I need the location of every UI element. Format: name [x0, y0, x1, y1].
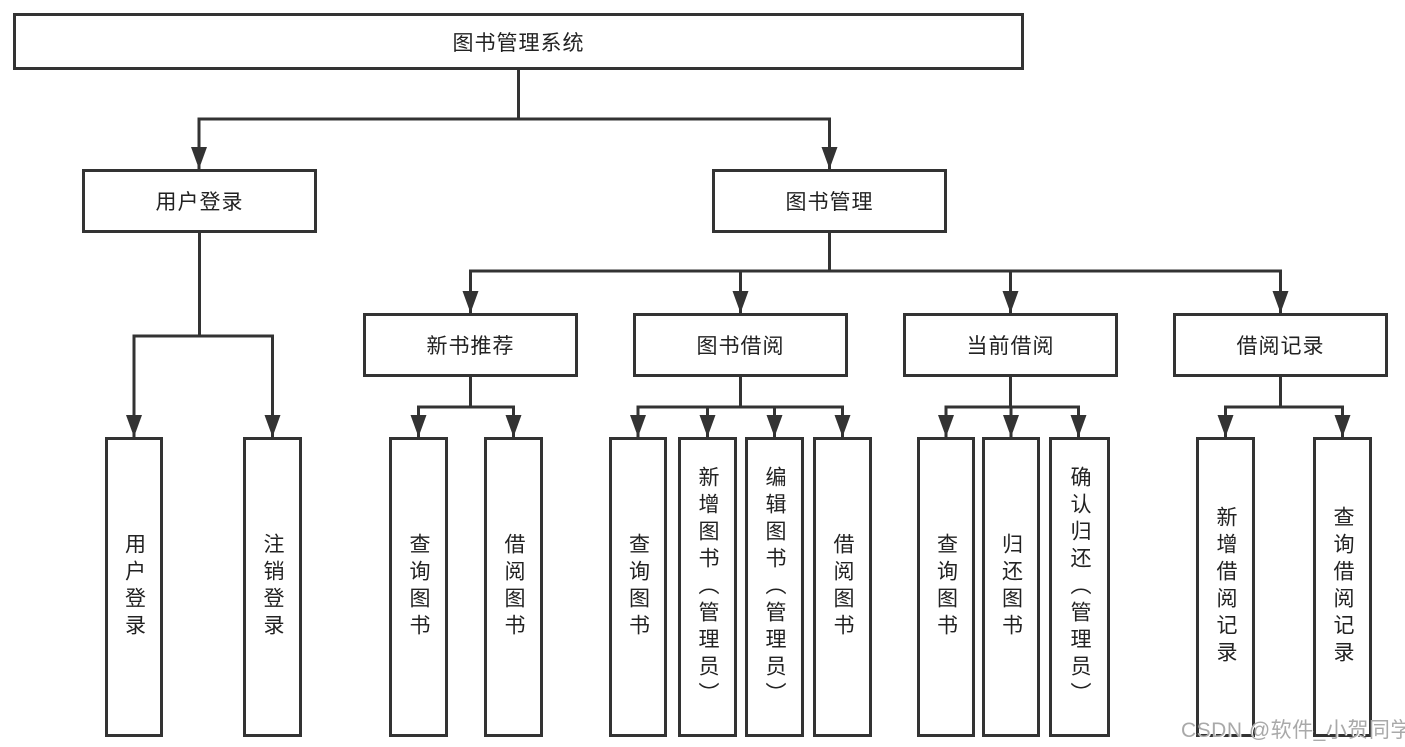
leaf-query-books-borrow: 查询图书: [609, 437, 667, 737]
leaf-user-login: 用户登录: [105, 437, 163, 737]
node-book-management: 图书管理: [712, 169, 947, 233]
leaf-query-borrow-record: 查询借阅记录: [1313, 437, 1372, 737]
node-new-book-recommend: 新书推荐: [363, 313, 578, 377]
leaf-return-book: 归还图书: [982, 437, 1040, 737]
node-book-borrow-label: 图书借阅: [696, 335, 785, 358]
node-book-management-label: 图书管理: [785, 191, 874, 214]
node-root-label: 图书管理系统: [452, 31, 585, 55]
leaf-user-login-label: 用户登录: [122, 533, 146, 641]
node-borrow-records-label: 借阅记录: [1236, 335, 1325, 358]
leaf-return-book-label: 归还图书: [999, 533, 1023, 641]
leaf-logout-label: 注销登录: [261, 533, 284, 641]
leaf-edit-book-admin: 编辑图书（管理员）: [745, 437, 804, 737]
leaf-borrow-books-2: 借阅图书: [813, 437, 872, 737]
leaf-query-borrow-record-label: 查询借阅记录: [1331, 506, 1354, 668]
node-user-login-label: 用户登录: [155, 191, 244, 214]
leaf-query-books-current-label: 查询图书: [934, 533, 958, 641]
watermark-text: CSDN @软件_小贺同学: [1181, 719, 1405, 742]
node-user-login: 用户登录: [82, 169, 317, 233]
leaf-borrow-books-recommend-label: 借阅图书: [502, 533, 525, 641]
leaf-add-borrow-record: 新增借阅记录: [1196, 437, 1255, 737]
leaf-query-books-current: 查询图书: [917, 437, 975, 737]
node-current-borrow-label: 当前借阅: [966, 335, 1055, 358]
node-new-book-recommend-label: 新书推荐: [426, 335, 515, 358]
leaf-confirm-return-admin: 确认归还（管理员）: [1049, 437, 1110, 737]
leaf-borrow-books-2-label: 借阅图书: [831, 533, 854, 641]
node-root: 图书管理系统: [13, 13, 1024, 70]
leaf-edit-book-admin-label: 编辑图书（管理员）: [763, 465, 786, 709]
leaf-add-borrow-record-label: 新增借阅记录: [1214, 506, 1237, 668]
node-current-borrow: 当前借阅: [903, 313, 1118, 377]
node-book-borrow: 图书借阅: [633, 313, 848, 377]
leaf-add-book-admin-label: 新增图书（管理员）: [696, 465, 719, 709]
leaf-query-books-recommend: 查询图书: [389, 437, 448, 737]
leaf-logout: 注销登录: [243, 437, 302, 737]
leaf-add-book-admin: 新增图书（管理员）: [678, 437, 737, 737]
leaf-query-books-recommend-label: 查询图书: [407, 533, 430, 641]
leaf-borrow-books-recommend: 借阅图书: [484, 437, 543, 737]
leaf-query-books-borrow-label: 查询图书: [626, 533, 650, 641]
leaf-confirm-return-admin-label: 确认归还（管理员）: [1068, 465, 1091, 709]
node-borrow-records: 借阅记录: [1173, 313, 1388, 377]
